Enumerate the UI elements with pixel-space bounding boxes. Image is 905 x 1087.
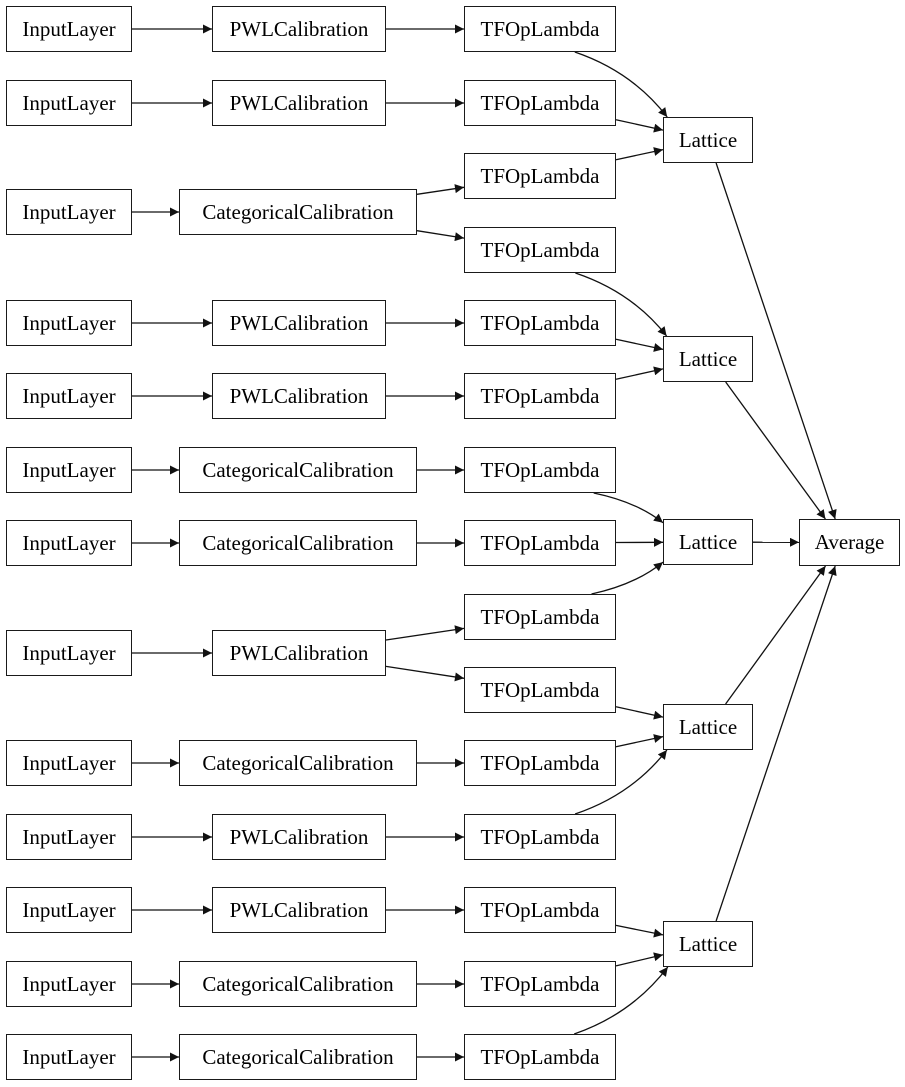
edge-cal3-tf4 — [416, 230, 465, 242]
node-average: Average — [799, 519, 900, 566]
node-inputlayer: InputLayer — [6, 740, 132, 786]
node-tfoplambda: TFOpLambda — [464, 814, 616, 860]
node-tfoplambda: TFOpLambda — [464, 520, 616, 566]
edge-tf5-lat2 — [615, 338, 664, 352]
node-tfoplambda: TFOpLambda — [464, 6, 616, 52]
node-inputlayer: InputLayer — [6, 630, 132, 676]
node-inputlayer: InputLayer — [6, 6, 132, 52]
node-tfoplambda: TFOpLambda — [464, 667, 616, 713]
node-categoricalcalibration: CategoricalCalibration — [179, 1034, 417, 1080]
node-pwlcalibration: PWLCalibration — [212, 80, 386, 126]
node-tfoplambda: TFOpLambda — [464, 80, 616, 126]
edge-tf10-lat4 — [615, 706, 664, 720]
node-categoricalcalibration: CategoricalCalibration — [179, 447, 417, 493]
node-tfoplambda: TFOpLambda — [464, 961, 616, 1007]
node-tfoplambda: TFOpLambda — [464, 1034, 616, 1080]
node-pwlcalibration: PWLCalibration — [212, 373, 386, 419]
node-lattice: Lattice — [663, 336, 753, 382]
edge-lat5-avg — [715, 565, 837, 922]
node-lattice: Lattice — [663, 704, 753, 750]
edge-tf1-lat1 — [574, 51, 668, 118]
node-tfoplambda: TFOpLambda — [464, 447, 616, 493]
node-categoricalcalibration: CategoricalCalibration — [179, 961, 417, 1007]
edge-tf12-lat4 — [574, 749, 668, 815]
node-tfoplambda: TFOpLambda — [464, 740, 616, 786]
edge-tf4-lat2 — [575, 272, 668, 337]
edge-cal8-tf10 — [385, 665, 465, 682]
edge-tf2-lat1 — [615, 119, 664, 133]
edge-cal8-tf9 — [385, 625, 465, 641]
node-lattice: Lattice — [663, 921, 753, 967]
node-inputlayer: InputLayer — [6, 189, 132, 235]
node-lattice: Lattice — [663, 117, 753, 163]
edge-tf7-lat3 — [593, 492, 664, 524]
node-pwlcalibration: PWLCalibration — [212, 6, 386, 52]
node-tfoplambda: TFOpLambda — [464, 153, 616, 199]
edge-tf14-lat5 — [615, 952, 664, 967]
node-inputlayer: InputLayer — [6, 373, 132, 419]
node-inputlayer: InputLayer — [6, 961, 132, 1007]
node-categoricalcalibration: CategoricalCalibration — [179, 189, 417, 235]
edge-tf15-lat5 — [573, 966, 669, 1035]
node-inputlayer: InputLayer — [6, 447, 132, 493]
node-tfoplambda: TFOpLambda — [464, 373, 616, 419]
edge-tf11-lat4 — [615, 734, 664, 748]
node-inputlayer: InputLayer — [6, 1034, 132, 1080]
edge-lat4-avg — [725, 565, 827, 705]
node-inputlayer: InputLayer — [6, 80, 132, 126]
node-inputlayer: InputLayer — [6, 887, 132, 933]
node-inputlayer: InputLayer — [6, 520, 132, 566]
node-inputlayer: InputLayer — [6, 814, 132, 860]
node-tfoplambda: TFOpLambda — [464, 227, 616, 273]
edge-tf13-lat5 — [615, 924, 664, 938]
edge-lat1-avg — [715, 162, 837, 520]
edge-tf9-lat3 — [591, 561, 664, 595]
node-categoricalcalibration: CategoricalCalibration — [179, 740, 417, 786]
node-pwlcalibration: PWLCalibration — [212, 887, 386, 933]
edge-tf3-lat1 — [615, 147, 664, 161]
edge-lat2-avg — [725, 381, 826, 520]
edge-cal3-tf3 — [416, 184, 465, 195]
node-pwlcalibration: PWLCalibration — [212, 630, 386, 676]
node-tfoplambda: TFOpLambda — [464, 594, 616, 640]
node-lattice: Lattice — [663, 519, 753, 565]
node-tfoplambda: TFOpLambda — [464, 300, 616, 346]
node-pwlcalibration: PWLCalibration — [212, 814, 386, 860]
node-inputlayer: InputLayer — [6, 300, 132, 346]
node-tfoplambda: TFOpLambda — [464, 887, 616, 933]
edge-tf6-lat2 — [615, 366, 664, 380]
node-pwlcalibration: PWLCalibration — [212, 300, 386, 346]
node-categoricalcalibration: CategoricalCalibration — [179, 520, 417, 566]
